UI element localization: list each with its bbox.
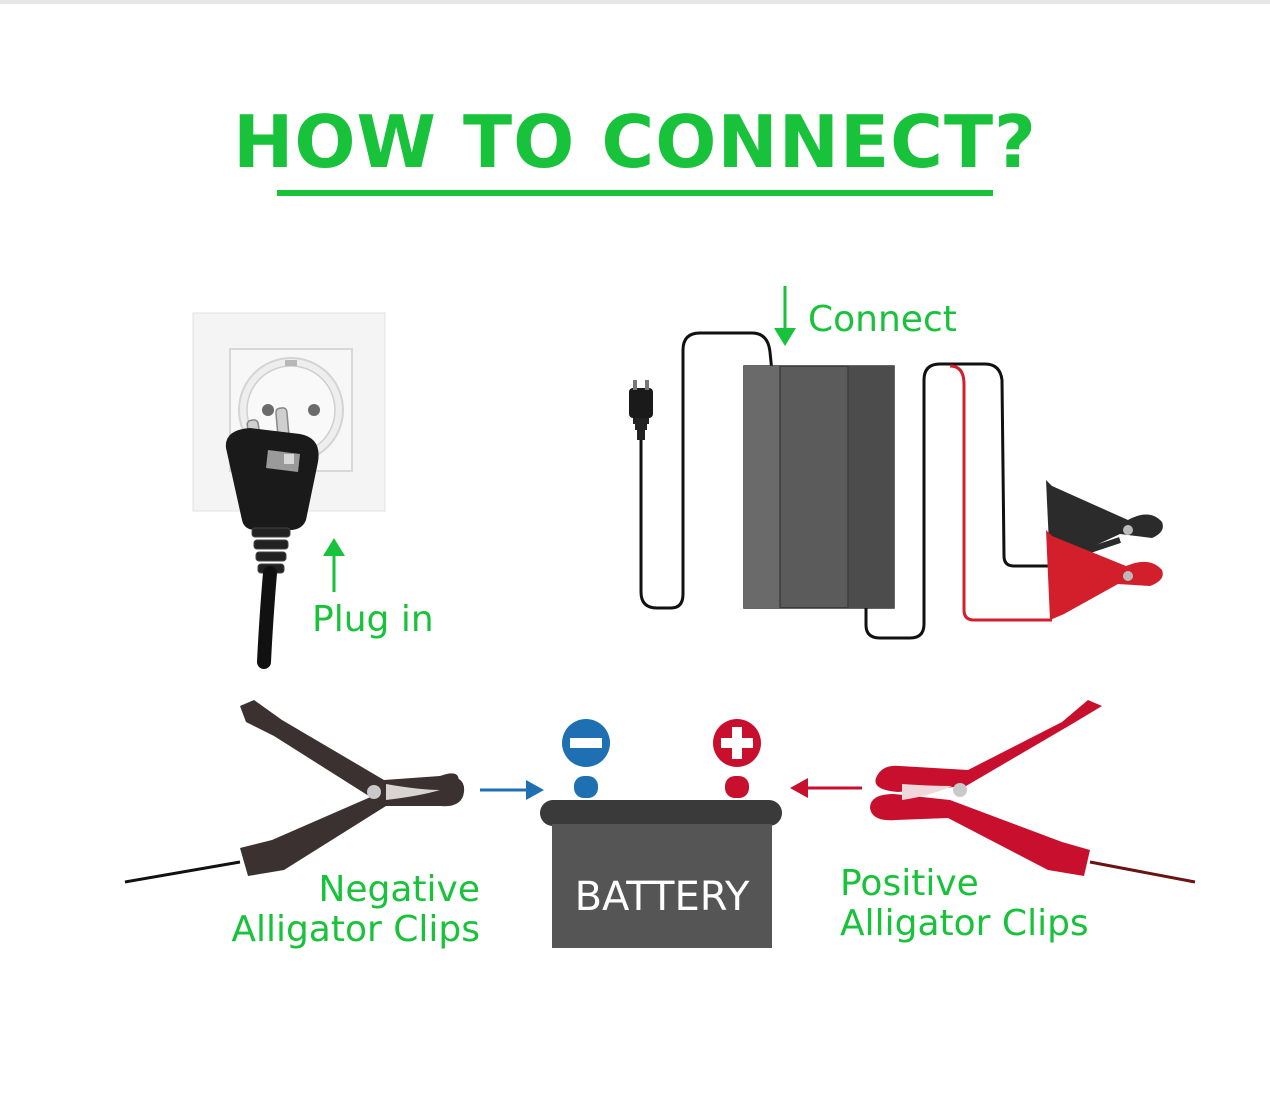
charger-red-clip <box>1046 530 1163 620</box>
negative-alligator-clip <box>124 700 465 884</box>
connect-label: Connect <box>808 299 957 340</box>
minus-icon <box>562 719 610 767</box>
negative-clips-label: Negative Alligator Clips <box>180 870 480 950</box>
positive-clips-label: Positive Alligator Clips <box>840 864 1140 944</box>
negative-label-line2: Alligator Clips <box>231 909 480 950</box>
battery: BATTERY <box>540 776 782 948</box>
small-plug <box>629 380 653 440</box>
negative-label-line1: Negative <box>318 869 480 910</box>
battery-label: BATTERY <box>575 874 750 920</box>
positive-alligator-clip <box>870 700 1196 884</box>
plus-icon <box>713 719 761 767</box>
negative-arrow <box>480 780 544 800</box>
positive-label-line1: Positive <box>840 863 979 904</box>
charger-assembly <box>629 331 1052 640</box>
top-border <box>0 0 1270 4</box>
page-title: HOW TO CONNECT? <box>233 100 1037 184</box>
title-underline <box>277 190 993 196</box>
plug-in-label: Plug in <box>312 599 434 640</box>
connect-arrow <box>774 286 796 346</box>
positive-label-line2: Alligator Clips <box>840 903 1089 944</box>
positive-arrow <box>790 778 862 798</box>
plug-in-arrow <box>323 538 345 592</box>
power-plug <box>225 407 319 669</box>
charger-device <box>743 365 895 609</box>
